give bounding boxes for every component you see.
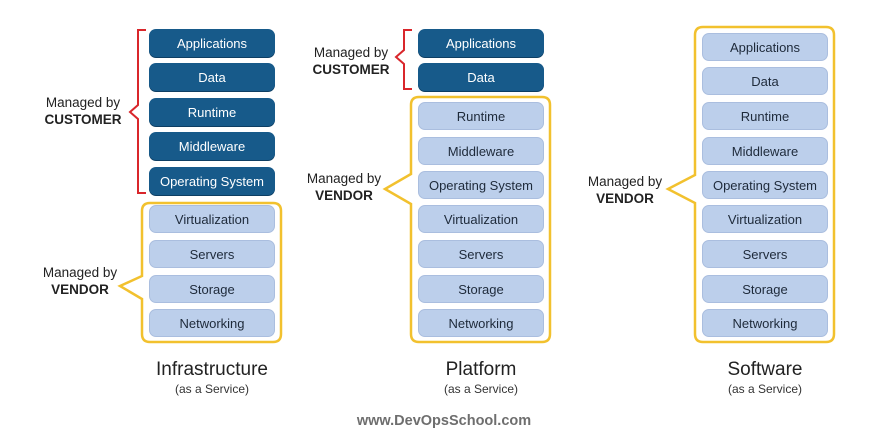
iaas-storage-box: Storage [149,275,275,303]
saas-title: Software [727,359,803,380]
saas-virtualization-box: Virtualization [702,205,828,233]
iaas-data-box: Data [149,63,275,91]
iaas-customer-label: Managed by CUSTOMER [28,94,138,128]
iaas-servers-box: Servers [149,240,275,268]
managed-by-text: Managed by [42,265,118,280]
paas-applications-box: Applications [418,29,544,57]
saas-subtitle: (as a Service) [727,382,803,396]
customer-text: CUSTOMER [44,112,122,127]
iaas-title: Infrastructure [156,359,268,380]
customer-text: CUSTOMER [312,62,390,77]
paas-title: Platform [445,359,517,380]
saas-operating-system-box: Operating System [702,171,828,199]
iaas-vendor-label: Managed by VENDOR [25,264,135,298]
paas-networking-box: Networking [418,309,544,337]
managed-by-text: Managed by [313,45,389,60]
paas-runtime-box: Runtime [418,102,544,130]
paas-subtitle: (as a Service) [443,382,519,396]
paas-data-box: Data [418,63,544,91]
saas-networking-box: Networking [702,309,828,337]
managed-by-text: Managed by [45,95,121,110]
paas-middleware-box: Middleware [418,137,544,165]
paas-operating-system-box: Operating System [418,171,544,199]
managed-by-text: Managed by [587,174,663,189]
saas-storage-box: Storage [702,275,828,303]
paas-vendor-label: Managed by VENDOR [289,170,399,204]
saas-vendor-label: Managed by VENDOR [570,173,680,207]
footer-website: www.DevOpsSchool.com [356,413,532,429]
iaas-runtime-box: Runtime [149,98,275,126]
paas-customer-label: Managed by CUSTOMER [296,44,406,78]
paas-virtualization-box: Virtualization [418,205,544,233]
vendor-text: VENDOR [596,191,654,206]
managed-by-text: Managed by [306,171,382,186]
vendor-text: VENDOR [315,188,373,203]
vendor-callout-iaas [117,201,283,344]
iaas-middleware-box: Middleware [149,132,275,160]
saas-runtime-box: Runtime [702,102,828,130]
customer-bracket-paas [394,29,412,90]
saas-data-box: Data [702,67,828,95]
saas-applications-box: Applications [702,33,828,61]
vendor-text: VENDOR [51,282,109,297]
saas-middleware-box: Middleware [702,137,828,165]
iaas-operating-system-box: Operating System [149,167,275,195]
saas-servers-box: Servers [702,240,828,268]
iaas-networking-box: Networking [149,309,275,337]
iaas-virtualization-box: Virtualization [149,205,275,233]
iaas-subtitle: (as a Service) [174,382,250,396]
iaas-applications-box: Applications [149,29,275,57]
customer-bracket-iaas [128,29,146,194]
paas-storage-box: Storage [418,275,544,303]
vendor-callout-saas [665,25,836,344]
vendor-callout-paas [382,95,552,344]
paas-servers-box: Servers [418,240,544,268]
